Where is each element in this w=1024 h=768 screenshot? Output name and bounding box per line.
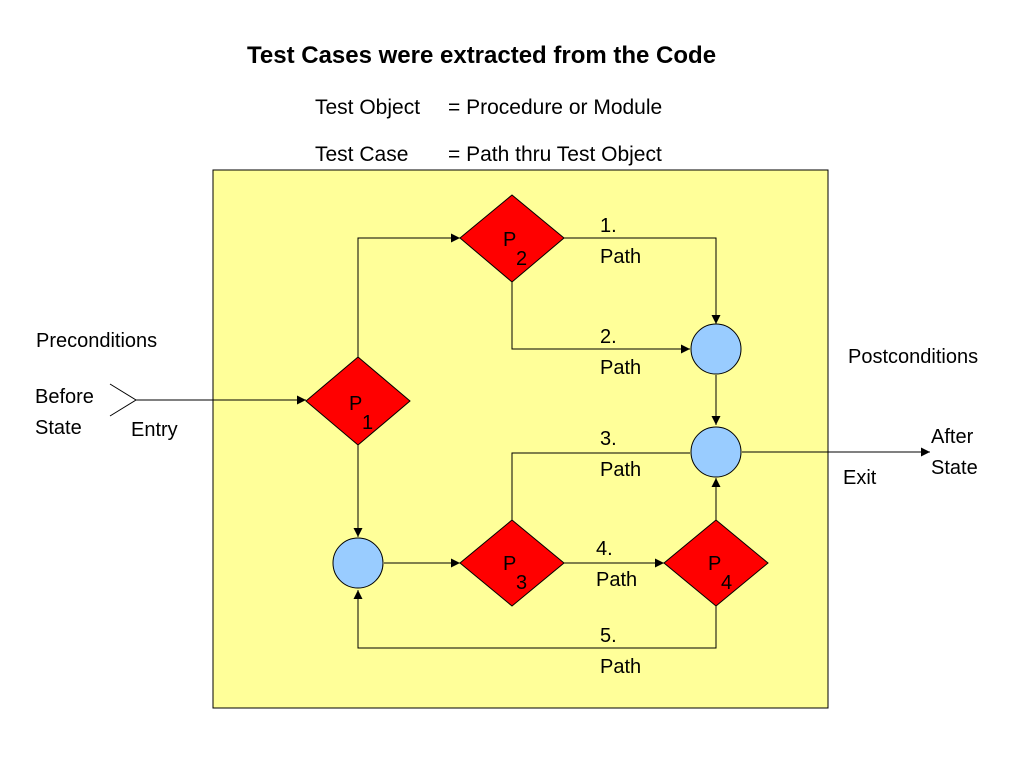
preconditions-label: Preconditions <box>36 330 158 352</box>
predicate-p1-letter: P <box>349 393 362 415</box>
predicate-p2-subscript: 2 <box>516 248 527 270</box>
path-2-label: Path <box>600 357 642 379</box>
test-case-term: Test Case <box>315 143 409 166</box>
path-4-number: 4. <box>596 538 613 560</box>
predicate-p2-diamond <box>459 194 565 283</box>
after-state-label-line2: State <box>931 457 978 479</box>
test-object-definition: = Procedure or Module <box>448 96 663 119</box>
path-5-label: Path <box>600 656 642 678</box>
postconditions-label: Postconditions <box>848 346 979 368</box>
predicate-p4-subscript: 4 <box>721 572 732 594</box>
path-1-number: 1. <box>600 215 617 237</box>
path-2-connector <box>511 282 690 354</box>
exit-label: Exit <box>843 467 877 489</box>
page-title: Test Cases were extracted from the Code <box>247 42 717 69</box>
predicate-p2-letter: P <box>503 229 516 251</box>
path-1-label: Path <box>600 246 642 268</box>
path-5-number: 5. <box>600 625 617 647</box>
path-2-number: 2. <box>600 326 617 348</box>
merge-node-upper <box>690 323 742 375</box>
join-node-lower <box>332 537 384 589</box>
before-state-label-line1: Before <box>35 386 94 408</box>
before-state-chevron <box>109 383 137 417</box>
predicate-p1-subscript: 1 <box>362 412 373 434</box>
before-state-label-line2: State <box>35 417 82 439</box>
path-5-connector <box>353 590 717 649</box>
predicate-p3-diamond <box>459 519 565 607</box>
test-object-term: Test Object <box>315 96 421 119</box>
predicate-p4-diamond <box>663 519 769 607</box>
predicate-p1-diamond <box>305 356 411 446</box>
entry-label: Entry <box>131 419 178 441</box>
path-1-connector <box>564 237 721 324</box>
predicate-p4-letter: P <box>708 553 721 575</box>
path-3-number: 3. <box>600 428 617 450</box>
test-case-definition: = Path thru Test Object <box>448 143 662 166</box>
path-4-label: Path <box>596 569 638 591</box>
predicate-p3-letter: P <box>503 553 516 575</box>
path-3-label: Path <box>600 459 642 481</box>
exit-node <box>690 426 742 478</box>
p1-to-p2-connector <box>357 233 460 357</box>
after-state-label-line1: After <box>931 426 974 448</box>
predicate-p3-subscript: 3 <box>516 572 527 594</box>
path-3-connector <box>511 452 690 520</box>
